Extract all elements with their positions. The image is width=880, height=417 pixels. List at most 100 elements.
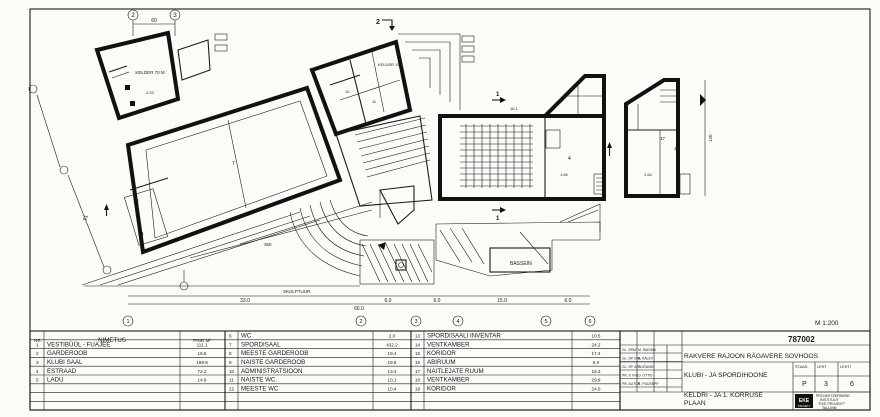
sports-hall: 7 13 14 <box>123 85 343 255</box>
logo-text: EKE <box>799 398 810 404</box>
room-name: WC <box>241 333 252 340</box>
room-area: 72.2 <box>198 369 207 374</box>
section-marks-1: 1 1 <box>104 92 612 250</box>
logo-sub: PROJEKT <box>798 404 810 408</box>
sculpture-label: SKULPTUUR <box>283 289 311 294</box>
stage-value: P <box>802 381 807 388</box>
room-nr: 15 <box>415 351 421 356</box>
room-area: 10.1 <box>388 378 397 383</box>
building-name: KLUBI - JA SPORDIHOONE <box>684 372 768 379</box>
room-nr: 12 <box>229 386 235 391</box>
signature-name: A. KALEV <box>638 357 654 361</box>
service-block: KELDER 150 10 11 <box>309 33 475 137</box>
room-area: 169.8 <box>196 360 208 365</box>
top-dimension: 60 <box>151 18 157 24</box>
room-area: 14.8 <box>198 378 207 383</box>
svg-text:33.0: 33.0 <box>240 298 250 304</box>
sheets-value: 6 <box>850 381 854 388</box>
room-nr: 9 <box>229 360 232 365</box>
room-name: NAISTE WC. <box>241 377 277 384</box>
header-nr: NR. <box>34 338 42 343</box>
signature-role: PR. P. INS. <box>622 374 639 378</box>
svg-text:51: 51 <box>82 214 90 222</box>
institute-line3: "EKE PROJEKT" <box>818 402 846 406</box>
room-name: NAISTE GARDEROOB <box>241 359 305 366</box>
scale-note: M 1:200 <box>815 320 839 327</box>
drawing-number: 787002 <box>788 335 815 344</box>
club-hall: 4 1.66 16.1 <box>438 74 606 201</box>
top-axis-2: 2 <box>131 13 135 19</box>
room-area: 6.0 <box>593 360 600 365</box>
room-label-19: 19 <box>674 146 680 151</box>
room-area: 24.2 <box>592 342 601 347</box>
institute-logo <box>795 394 813 408</box>
stage-label: STAAD. <box>795 365 808 369</box>
svg-text:15.0: 15.0 <box>497 298 507 304</box>
room-nr: 1 <box>36 342 39 347</box>
room-name: SPORDISAAL <box>241 341 281 348</box>
basement-label-a: KELDER 70 M <box>135 70 165 75</box>
room-area: 19.8 <box>388 360 397 365</box>
header-name: NIMETUS <box>98 337 126 344</box>
room-nr: 16 <box>415 360 421 365</box>
sheet-title-line1: KELDRI - JA 1. KORRUSE <box>684 392 763 399</box>
svg-text:2: 2 <box>359 319 362 325</box>
auditorium-seats <box>460 124 533 188</box>
svg-text:360: 360 <box>264 242 272 247</box>
svg-text:6.0: 6.0 <box>434 298 441 304</box>
room-nr: 11 <box>229 378 234 383</box>
room-area: 10.5 <box>592 334 601 339</box>
room-name: NAITLEJATE RUUM <box>427 368 484 375</box>
room-nr: 17 <box>415 369 421 374</box>
signature-role: GL. SP. ARH. <box>622 365 642 369</box>
room-name: GARDEROOB <box>47 350 87 357</box>
top-axes: 2 3 60 <box>127 9 181 36</box>
section-mark-2: 2 <box>376 19 395 31</box>
room-nr: 2 <box>36 351 39 356</box>
room-area: 19.4 <box>388 351 397 356</box>
room-area: 29.9 <box>592 378 601 383</box>
bottom-axes: 1 2 3 4 5 6 33.0 6.0 6.0 15.0 6.0 66.0 <box>122 270 596 327</box>
room-name: VENTKAMBER <box>427 377 470 384</box>
svg-text:66.0: 66.0 <box>354 306 364 312</box>
room-nr: 8 <box>229 351 232 356</box>
room-name: ABIRUUM <box>427 359 456 366</box>
room-nr: 5 <box>36 378 39 383</box>
signature-role: GL. SPAT. <box>622 348 637 352</box>
project-name: RAKVERE RAJOON RÄGAVERE SOVHOOS <box>684 352 819 360</box>
signature-name: M. RAIDMA <box>638 348 657 352</box>
svg-text:1.66: 1.66 <box>560 172 569 177</box>
room-name: KORIDOR <box>427 385 456 392</box>
room-nr: 14 <box>415 342 421 347</box>
landscape-zone: BASSEIN <box>359 203 601 285</box>
room-name: ESTRAAD <box>47 368 77 375</box>
svg-text:14: 14 <box>138 232 144 238</box>
room-nr: 6 <box>229 334 232 339</box>
svg-text:1.64: 1.64 <box>644 172 653 177</box>
institute-line1: PROJEKTEERIMISE <box>816 394 850 398</box>
room-area: 18.3 <box>592 369 601 374</box>
room-nr: 4 <box>36 369 39 374</box>
top-axis-3: 3 <box>173 13 177 19</box>
pool-label: BASSEIN <box>510 261 532 267</box>
lobby-stairs <box>335 115 433 225</box>
svg-text:16.1: 16.1 <box>510 106 519 111</box>
terrace-lines: SKULPTUUR <box>81 211 360 294</box>
svg-text:4: 4 <box>456 319 459 325</box>
room-label-7: 7 <box>232 161 235 167</box>
svg-text:3: 3 <box>414 319 417 325</box>
room-area: 17.4 <box>592 351 601 356</box>
room-area: 13.4 <box>388 369 397 374</box>
basement-small: KELDER 70 M 2.20 <box>94 30 228 121</box>
room-nr: 3 <box>36 360 39 365</box>
room-area: 10.4 <box>388 386 397 391</box>
svg-text:120: 120 <box>708 134 713 142</box>
svg-text:13: 13 <box>133 199 139 205</box>
schedule-grid <box>30 339 620 402</box>
institute-line4: TALLINN <box>822 406 837 410</box>
room-area: 111.1 <box>197 342 208 347</box>
basement-label-b: KELDER 150 <box>378 62 403 67</box>
